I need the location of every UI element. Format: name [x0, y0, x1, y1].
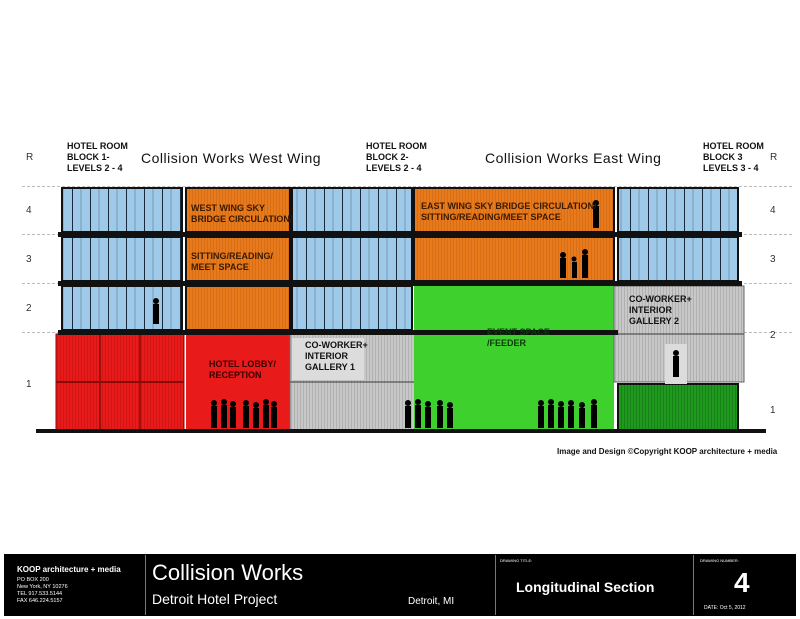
- east-wing-title: Collision Works East Wing: [485, 150, 662, 166]
- level-left-r: R: [26, 152, 34, 163]
- west-sitting-label: SITTING/READING/ MEET SPACE: [191, 251, 274, 272]
- west-wing-bridge: [185, 187, 291, 331]
- hotel-block-1: [61, 187, 183, 331]
- firm-name: KOOP architecture + media: [17, 565, 121, 574]
- drawing-title-label: DRAWING TITLE:: [500, 558, 533, 563]
- drawing-number-cell: DRAWING NUMBER: 4 DATE: Oct 5, 2012: [693, 555, 796, 615]
- block-1-label: HOTEL ROOM BLOCK 1- LEVELS 2 - 4: [67, 141, 128, 173]
- drawing-title: Longitudinal Section: [516, 579, 655, 595]
- floor-slabs: [36, 232, 766, 433]
- level-right-4: 4: [770, 205, 776, 216]
- east-wing-bridge: [413, 187, 615, 282]
- level-right-1: 1: [770, 405, 776, 416]
- cowork-1-label: CO-WORKER+ INTERIOR GALLERY 1: [305, 340, 368, 372]
- level-right-2: 2: [770, 330, 776, 341]
- firm-cell: KOOP architecture + media PO BOX 200 New…: [5, 555, 143, 615]
- lobby-crowd: [211, 399, 277, 428]
- project-cell: Collision Works Detroit Hotel Project De…: [145, 555, 494, 615]
- level-right-3: 3: [770, 254, 776, 265]
- east-sky-bridge-label: EAST WING SKY BRIDGE CIRCULATION/ SITTIN…: [421, 201, 597, 222]
- project-location: Detroit, MI: [408, 596, 455, 607]
- title-block: KOOP architecture + media PO BOX 200 New…: [4, 554, 796, 616]
- west-wing-title: Collision Works West Wing: [141, 150, 322, 166]
- level-left-1: 1: [26, 379, 32, 390]
- west-sky-bridge-label: WEST WING SKY BRIDGE CIRCULATION/: [191, 203, 293, 224]
- people-silhouettes: [153, 200, 679, 428]
- level-right-r: R: [770, 152, 778, 163]
- hotel-block-2: [291, 187, 413, 331]
- drawing-title-cell: DRAWING TITLE: Longitudinal Section: [495, 555, 692, 615]
- drawing-number: 4: [734, 567, 750, 598]
- copyright-note: Image and Design ©Copyright KOOP archite…: [557, 447, 778, 456]
- event-space-label: EVENT SPACE /FEEDER: [487, 327, 550, 348]
- level-line-r: [22, 186, 792, 187]
- project-subtitle: Detroit Hotel Project: [152, 591, 278, 607]
- level-left-3: 3: [26, 254, 32, 265]
- level-left-4: 4: [26, 205, 32, 216]
- gallery-crowd: [405, 399, 453, 428]
- event-crowd: [538, 399, 597, 428]
- cowork-2-label: CO-WORKER+ INTERIOR GALLERY 2: [629, 294, 692, 326]
- level-left-2: 2: [26, 303, 32, 314]
- project-title: Collision Works: [152, 560, 304, 585]
- section-drawing: [36, 187, 766, 433]
- lobby-label: HOTEL LOBBY/ RECEPTION: [209, 359, 276, 380]
- block-3-label: HOTEL ROOM BLOCK 3 LEVELS 3 - 4: [703, 141, 764, 173]
- block-2-label: HOTEL ROOM BLOCK 2- LEVELS 2 - 4: [366, 141, 427, 173]
- drawing-number-label: DRAWING NUMBER:: [700, 558, 739, 563]
- firm-address: PO BOX 200 New York, NY 10276 TEL 917.53…: [17, 577, 68, 604]
- drawing-date: DATE: Oct 5, 2012: [704, 605, 746, 611]
